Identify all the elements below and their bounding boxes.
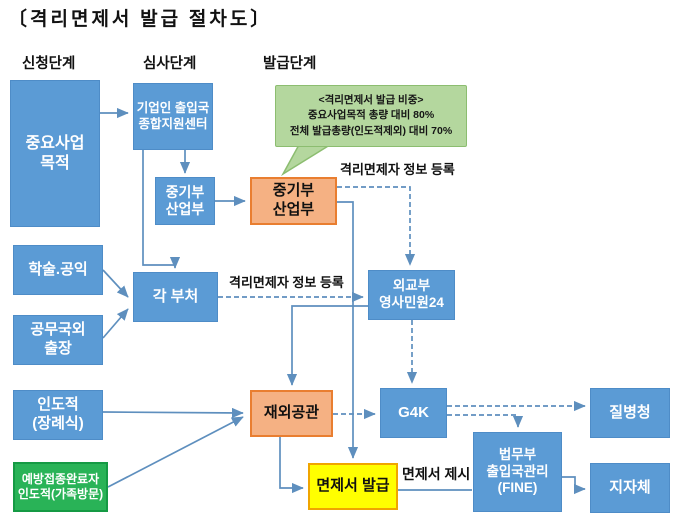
node-mofa-consul24: 외교부 영사민원24 (368, 270, 455, 320)
node-smes-industry-review: 중기부 산업부 (155, 177, 215, 225)
node-kdca: 질병청 (590, 388, 670, 438)
callout-title: <격리면제서 발급 비중> (318, 94, 424, 107)
node-overseas-mission: 재외공관 (250, 390, 333, 437)
node-support-center: 기업인 출입국 종합지원센터 (133, 83, 213, 150)
stage-review: 심사단계 (143, 56, 197, 72)
label-register-info-top: 격리면제자 정보 등록 (340, 162, 455, 177)
issue-ratio-callout: <격리면제서 발급 비중> 중요사업목적 총량 대비 80% 전체 발급총량(인… (275, 85, 467, 147)
stage-issuance: 발급단계 (263, 56, 317, 72)
edge-smes-issue-to-mofa (337, 186, 416, 266)
node-local-gov: 지자체 (590, 463, 670, 513)
edge-academic-to-ministries (102, 269, 129, 298)
edge-humanitarian-to-mission (102, 407, 244, 419)
edge-smes-issue-to-exemption (337, 201, 359, 459)
node-g4k: G4K (380, 388, 447, 438)
label-register-info-mid: 격리면제자 정보 등록 (229, 275, 344, 290)
edge-vaccinated-to-mission (107, 416, 244, 488)
edge-official-to-ministries (102, 308, 129, 339)
node-official-overseas: 공무국외 출장 (13, 315, 103, 365)
node-smes-industry-issue: 중기부 산업부 (250, 177, 337, 225)
node-academic-public: 학술.공익 (13, 245, 103, 295)
callout-line-1: 중요사업목적 총량 대비 80% (307, 109, 435, 122)
stage-application: 신청단계 (22, 56, 76, 72)
label-present-certificate: 면제서 제시 (402, 466, 471, 482)
node-humanitarian-funeral: 인도적 (장례식) (13, 390, 103, 440)
node-issue-exemption: 면제서 발급 (308, 463, 398, 510)
callout-line-2: 전체 발급총량(인도적제외) 대비 70% (289, 124, 453, 137)
edge-mofa-to-mission (286, 305, 368, 386)
node-main-purpose: 중요사업 목적 (10, 80, 100, 227)
edge-mission-to-exemption (279, 437, 304, 494)
node-moj-immigration: 법무부 출입국관리 (FINE) (473, 432, 562, 512)
edge-g4k-to-moj (447, 414, 524, 428)
node-vaccinated-humanitarian: 예방접종완료자 인도적(가족방문) (13, 462, 108, 512)
node-each-ministry: 각 부처 (133, 272, 218, 322)
edge-moj-to-localgov (562, 476, 586, 495)
page-title: 〔격리면제서 발급 절차도〕 (8, 9, 273, 30)
callout-tail (280, 142, 336, 177)
